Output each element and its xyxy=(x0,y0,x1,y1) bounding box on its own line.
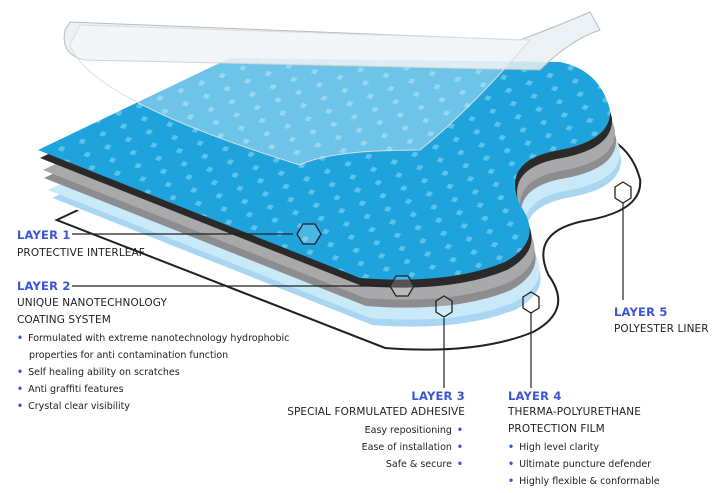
bullet-item: •Ultimate puncture defender xyxy=(508,459,652,470)
layer-1-title: PROTECTIVE INTERLEAF xyxy=(17,247,145,259)
layer-4-title-line: PROTECTION FILM xyxy=(508,423,605,435)
bullet-item: Safe & secure• xyxy=(385,459,463,470)
layer-2-title: UNIQUE NANOTECHNOLOGY COATING SYSTEM xyxy=(17,295,167,329)
bullet-item: Easy repositioning• xyxy=(364,425,463,436)
layer-4-label: LAYER 4 xyxy=(508,389,562,403)
leader-lines xyxy=(72,203,624,388)
bullet-item: •Anti graffiti features xyxy=(17,384,124,395)
layer-3-label: LAYER 3 xyxy=(411,389,465,403)
layer-5-label: LAYER 5 xyxy=(614,305,668,319)
bullet-item: Ease of installation• xyxy=(361,442,463,453)
bullet-item: •Crystal clear visibility xyxy=(17,401,130,412)
protective-interleaf-layer xyxy=(63,11,601,166)
layer-2-title-line: COATING SYSTEM xyxy=(17,314,111,326)
layer-4-bullets: •High level clarity •Ultimate puncture d… xyxy=(503,439,660,490)
layer-5-title: POLYESTER LINER xyxy=(614,323,709,335)
layer-3-title: SPECIAL FORMULATED ADHESIVE xyxy=(287,406,465,418)
bullet-item: •High level clarity xyxy=(508,442,600,453)
layer-4-title: THERMA-POLYURETHANE PROTECTION FILM xyxy=(508,404,641,438)
layer-4-title-line: THERMA-POLYURETHANE xyxy=(508,406,642,418)
bullet-item: properties for anti contamination functi… xyxy=(29,350,229,361)
hexagon-markers xyxy=(296,181,632,318)
bullet-item: •Self healing ability on scratches xyxy=(17,367,180,378)
layer-1-label: LAYER 1 xyxy=(17,228,71,242)
layer-3-bullets: Easy repositioning• Ease of installation… xyxy=(362,422,468,473)
layer-2-label: LAYER 2 xyxy=(17,279,71,293)
layer-2-bullets: •Formulated with extreme nanotechnology … xyxy=(12,330,289,415)
bullet-item: •Highly flexible & conformable xyxy=(508,476,660,487)
layer-2-title-line: UNIQUE NANOTECHNOLOGY xyxy=(17,297,167,309)
bullet-item: •Formulated with extreme nanotechnology … xyxy=(17,333,290,344)
